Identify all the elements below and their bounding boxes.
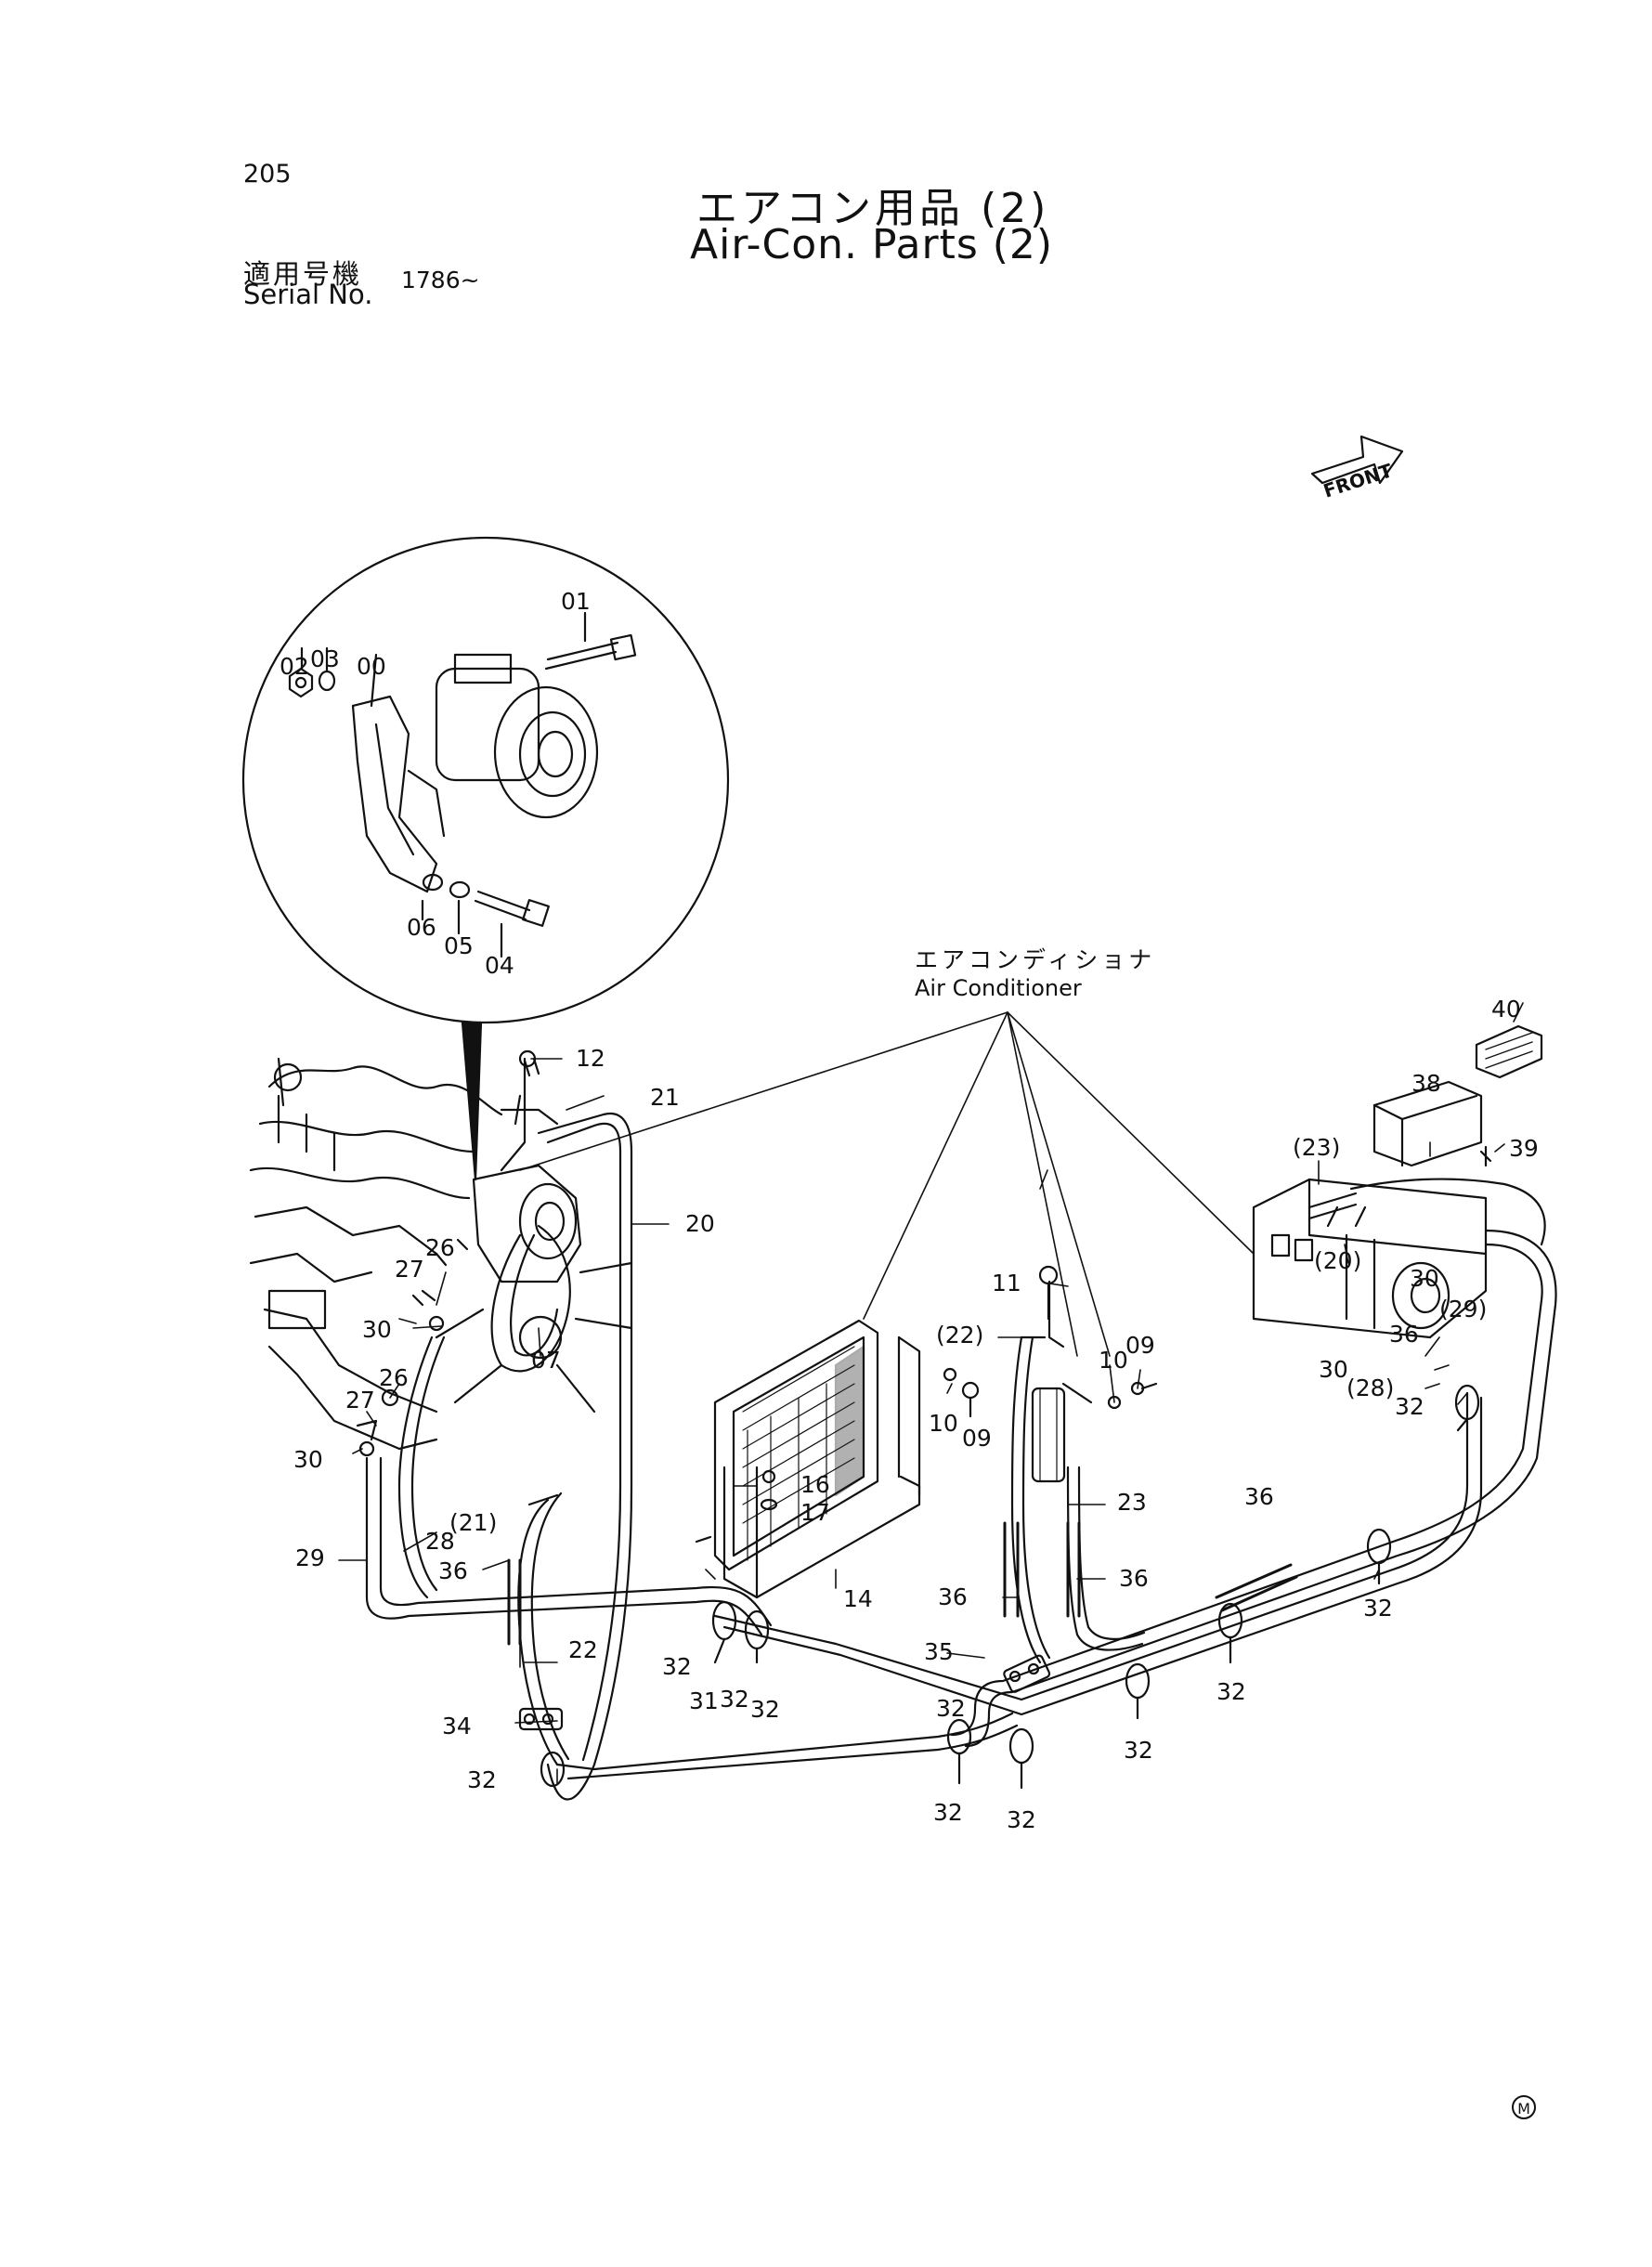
callout: 06 xyxy=(407,914,436,941)
callout: 27 xyxy=(395,1256,424,1283)
engine-block xyxy=(249,1057,503,1451)
callout: 30 xyxy=(362,1316,392,1343)
callout: 03 xyxy=(310,645,340,672)
condenser xyxy=(695,1319,921,1599)
callout: 22 xyxy=(568,1636,598,1663)
callout: 11 xyxy=(992,1270,1021,1296)
callout: (22) xyxy=(936,1322,983,1348)
assembly-label: Air Conditioner xyxy=(915,975,1082,1001)
callout: 12 xyxy=(576,1045,605,1072)
callout: 28 xyxy=(425,1528,455,1555)
callout: 36 xyxy=(1389,1321,1419,1348)
callout: (28) xyxy=(1346,1375,1394,1401)
callout: 10 xyxy=(1099,1347,1128,1374)
callout: 07 xyxy=(531,1347,561,1374)
long-hoses xyxy=(365,1229,1557,1780)
callout: 00 xyxy=(357,653,386,680)
air-conditioner-unit xyxy=(1252,1024,1546,1339)
leader-lines xyxy=(338,1002,1524,1784)
detail-magnifier xyxy=(241,536,730,1181)
callout: 14 xyxy=(843,1585,873,1612)
callout: 32 xyxy=(1124,1737,1153,1764)
callout: 32 xyxy=(662,1653,692,1680)
page-number: 205 xyxy=(243,160,292,189)
callout: (23) xyxy=(1293,1134,1340,1161)
callout: 30 xyxy=(1319,1356,1348,1383)
callout: 26 xyxy=(425,1234,455,1261)
callout-group: 00 01 02 03 04 05 06 07 09 09 10 10 11 1… xyxy=(280,588,1539,1833)
callout: 36 xyxy=(1119,1565,1149,1592)
callout: 32 xyxy=(933,1799,963,1826)
hose-20-21 xyxy=(537,1112,633,1801)
mark-letter: M xyxy=(1517,2100,1530,2117)
compressor xyxy=(472,1057,582,1283)
serial-value: 1786~ xyxy=(401,267,480,293)
callout: 36 xyxy=(1244,1483,1274,1510)
callout: 30 xyxy=(1410,1265,1439,1292)
callout: 32 xyxy=(1395,1393,1424,1420)
hose-clamps xyxy=(540,1384,1480,1790)
assembly-label-japanese: エアコンディショナ xyxy=(915,946,1155,973)
page-title: Air-Con. Parts (2) xyxy=(690,221,1054,268)
callout: 01 xyxy=(561,588,591,615)
serial-label-japanese: 適用号機 xyxy=(243,258,363,290)
callout: 32 xyxy=(1007,1806,1036,1833)
callout: 40 xyxy=(1491,996,1521,1023)
callout: (20) xyxy=(1314,1247,1361,1274)
manufacturer-mark: M xyxy=(1512,2095,1536,2119)
callout: 09 xyxy=(1125,1332,1155,1359)
callout: 30 xyxy=(293,1446,323,1473)
callout: 09 xyxy=(962,1425,992,1452)
callout: 36 xyxy=(438,1557,468,1584)
callout: 16 xyxy=(800,1471,830,1498)
callout: 32 xyxy=(467,1766,497,1793)
callout: 26 xyxy=(379,1364,409,1391)
front-arrow-icon xyxy=(1310,435,1404,485)
callout: (21) xyxy=(449,1509,497,1536)
callout: 32 xyxy=(750,1696,780,1723)
callout: 36 xyxy=(938,1583,968,1610)
callout: 38 xyxy=(1411,1070,1441,1097)
callout: 23 xyxy=(1117,1489,1147,1516)
callout: 20 xyxy=(685,1210,715,1237)
callout: 34 xyxy=(442,1713,472,1739)
callout: 04 xyxy=(485,952,514,979)
callout: 21 xyxy=(650,1084,680,1111)
callout: 31 xyxy=(689,1687,719,1714)
callout: 17 xyxy=(800,1499,830,1526)
callout: 32 xyxy=(720,1686,749,1713)
callout: 02 xyxy=(280,653,309,680)
callout: (29) xyxy=(1439,1296,1487,1322)
hose-joints xyxy=(518,1654,1051,1731)
callout: 10 xyxy=(929,1410,958,1437)
receiver-drier xyxy=(1020,1280,1093,1483)
page-title-japanese: エアコン用品 (2) xyxy=(696,185,1050,232)
serial-label: Serial No. xyxy=(243,279,373,310)
callout: 32 xyxy=(936,1695,966,1722)
callout: 39 xyxy=(1509,1135,1539,1162)
callout: 27 xyxy=(345,1387,375,1414)
fan-belt xyxy=(435,1224,633,1414)
callout: 32 xyxy=(1363,1595,1393,1622)
callout: 05 xyxy=(444,932,474,959)
front-label: FRONT xyxy=(1320,459,1395,502)
callout: 35 xyxy=(924,1638,954,1665)
small-fasteners xyxy=(356,1049,1158,1511)
callout: 29 xyxy=(295,1544,325,1571)
callout: 32 xyxy=(1216,1678,1246,1705)
